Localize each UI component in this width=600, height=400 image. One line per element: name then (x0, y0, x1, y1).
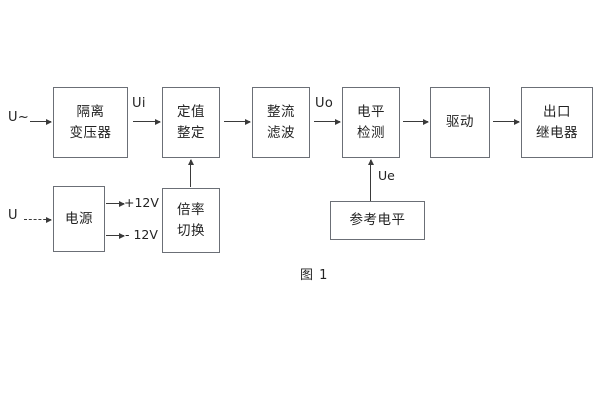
arrow-multiplier-switch-to-setpoint-adjust (190, 160, 192, 187)
dc-input-label: U (8, 208, 18, 223)
block-power-supply-label: 电源 (65, 210, 93, 227)
block-multiplier-switch: 倍率 切换 (162, 188, 220, 253)
block-output-relay-line2: 继电器 (536, 124, 578, 141)
block-rectifier-filter-line1: 整流 (267, 103, 295, 120)
block-output-relay-line1: 出口 (543, 103, 571, 120)
block-output-relay: 出口 继电器 (521, 87, 593, 158)
block-rectifier-filter-line2: 滤波 (267, 124, 295, 141)
arrow-ac-input-to-isolation-transformer (30, 121, 51, 123)
arrow-rail-positive-12v (106, 203, 124, 205)
block-isolation-transformer-line1: 隔离 (76, 103, 105, 120)
block-level-detect: 电平 检测 (342, 87, 400, 158)
arrow-driver-to-output-relay (493, 121, 519, 123)
block-isolation-transformer: 隔离 变压器 (53, 87, 128, 158)
block-setpoint-adjust-line1: 定值 (177, 103, 205, 120)
block-level-detect-line1: 电平 (357, 103, 385, 120)
arrow-reference-level-to-level-detect (370, 160, 372, 201)
block-driver-line1: 驱动 (446, 114, 474, 131)
block-setpoint-adjust-line2: 整定 (177, 124, 205, 141)
block-driver: 驱动 (430, 87, 490, 158)
block-reference-level-label: 参考电平 (349, 212, 406, 229)
ac-input-label: U~ (8, 110, 30, 125)
block-reference-level: 参考电平 (330, 201, 425, 240)
rail-negative-12v-label: - 12V (125, 227, 158, 242)
signal-label-ue: Ue (378, 168, 395, 183)
arrow-rectifier-filter-to-level-detect (314, 121, 340, 123)
arrow-rail-negative-12v (106, 235, 124, 237)
arrow-dc-input-to-power-supply (24, 219, 51, 220)
block-isolation-transformer-line2: 变压器 (69, 124, 112, 141)
block-rectifier-filter: 整流 滤波 (252, 87, 310, 158)
arrow-setpoint-adjust-to-rectifier-filter (224, 121, 250, 123)
signal-label-ui: Ui (132, 96, 146, 111)
arrow-isolation-transformer-to-setpoint-adjust (133, 121, 160, 123)
block-multiplier-switch-line2: 切换 (177, 222, 205, 239)
arrow-level-detect-to-driver (403, 121, 428, 123)
block-multiplier-switch-line1: 倍率 (177, 201, 205, 218)
block-level-detect-line2: 检测 (357, 124, 385, 141)
block-power-supply: 电源 (53, 186, 105, 252)
rail-positive-12v-label: +12V (124, 195, 159, 210)
block-setpoint-adjust: 定值 整定 (162, 87, 220, 158)
signal-label-uo: Uo (315, 96, 334, 111)
figure-caption: 图 1 (300, 268, 329, 283)
